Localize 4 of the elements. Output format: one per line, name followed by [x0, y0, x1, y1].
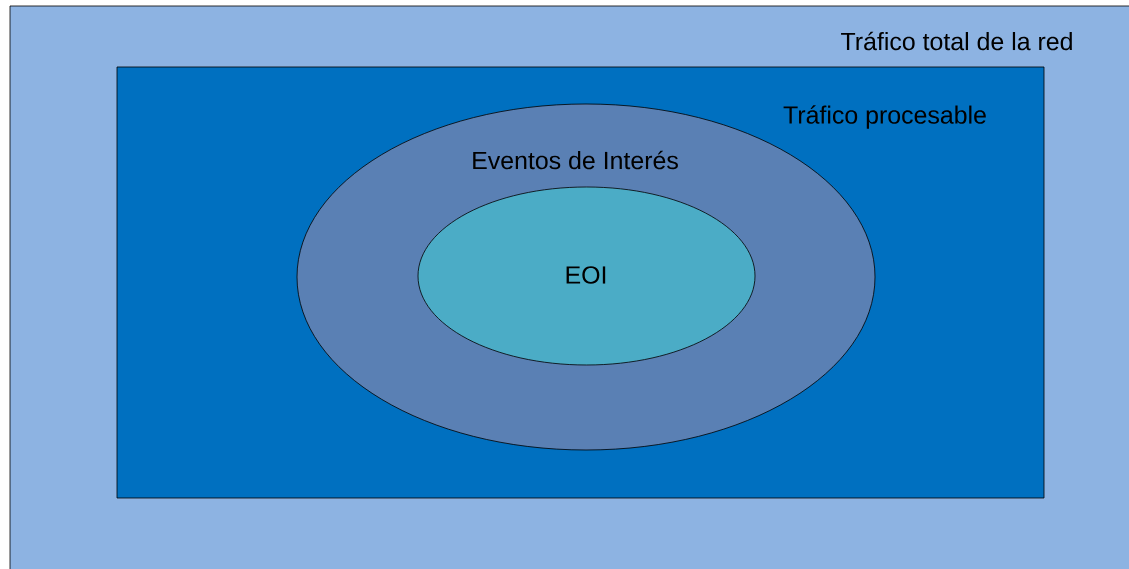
region-label: Tráfico total de la red: [841, 31, 1072, 51]
region-label: EOI: [566, 266, 606, 284]
region-label: Tráfico procesable: [783, 105, 986, 129]
region-label: Eventos de Interés: [473, 150, 678, 170]
